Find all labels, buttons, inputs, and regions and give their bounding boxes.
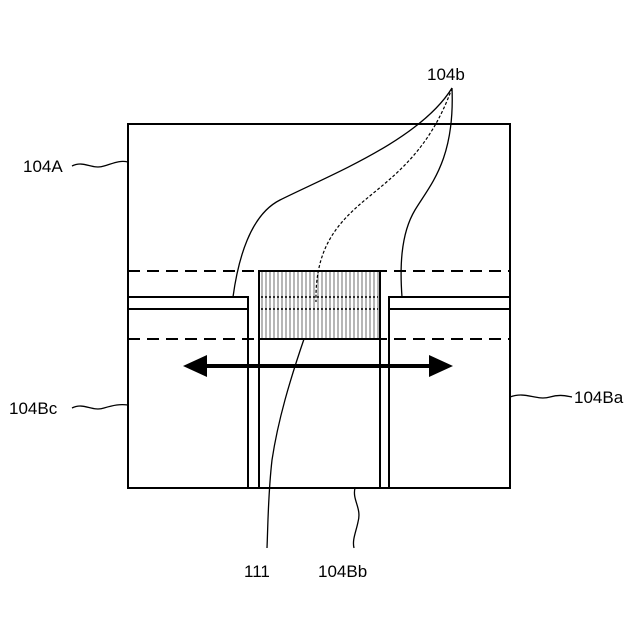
label-104Bc: 104Bc [9,399,58,418]
leader-104b-center [316,88,452,302]
label-104b: 104b [427,65,465,84]
label-104A: 104A [23,157,63,176]
leader-104Bc [72,405,128,409]
plate-left [128,297,248,309]
label-104Ba: 104Ba [574,388,624,407]
plate-right [389,297,510,309]
member-104Bc-outline [128,309,248,488]
leader-104Bb [353,488,359,548]
hatched-region-104b [259,271,380,339]
member-104Bb-outline [259,339,380,488]
leader-104Ba [510,395,572,398]
label-104Bb: 104Bb [318,562,367,581]
leader-104b-left [233,88,452,297]
leader-104b-right [401,88,452,297]
label-111: 111 [244,562,270,581]
member-104Ba-outline [389,309,510,488]
leader-104A [72,161,128,167]
